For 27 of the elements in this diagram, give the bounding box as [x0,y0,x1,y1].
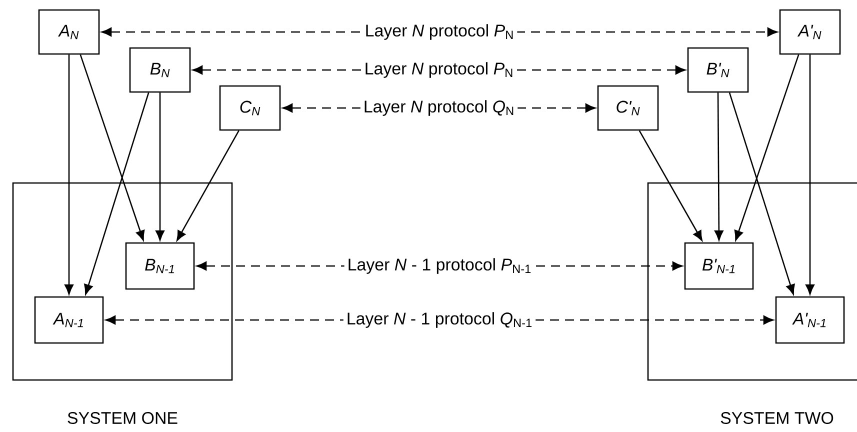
process-box: C$_{N}$ [219,85,281,131]
edge-label: Layer N protocol P$_{N}$ [361,59,517,81]
process-box: C'$_{N}$ [597,85,659,131]
edge-label: Layer N- 1 protocol Q$_{N-1}$ [343,309,536,331]
process-box: A$_{N-1}$ [34,296,104,344]
arrow [728,92,795,295]
arrow [64,54,74,295]
edge-label: Layer N protocol P$_{N}$ [362,21,518,43]
arrow [84,92,150,295]
system-label: SYSTEM TWO [720,412,834,424]
system-label: SYSTEM ONE [68,412,178,424]
process-box: A'$_{N-1}$ [775,296,845,344]
edge-label: Layer N- 1 protocol P$_{N-1}$ [344,255,535,277]
arrow [80,54,145,241]
process-box: B'$_{N-1}$ [684,242,754,290]
process-box: B'$_{N}$ [687,47,749,93]
arrow [714,92,724,241]
arrow [638,130,702,241]
arrow [806,54,814,295]
arrow [156,92,164,241]
process-box: A$_{N}$ [38,9,100,55]
process-box: B$_{N-1}$ [125,242,195,290]
process-box: A'$_{N}$ [779,9,841,55]
edge-label: Layer N protocol Q$_{N}$ [360,97,518,119]
arrow [176,130,240,241]
arrow [734,54,800,241]
process-box: B$_{N}$ [129,47,191,93]
